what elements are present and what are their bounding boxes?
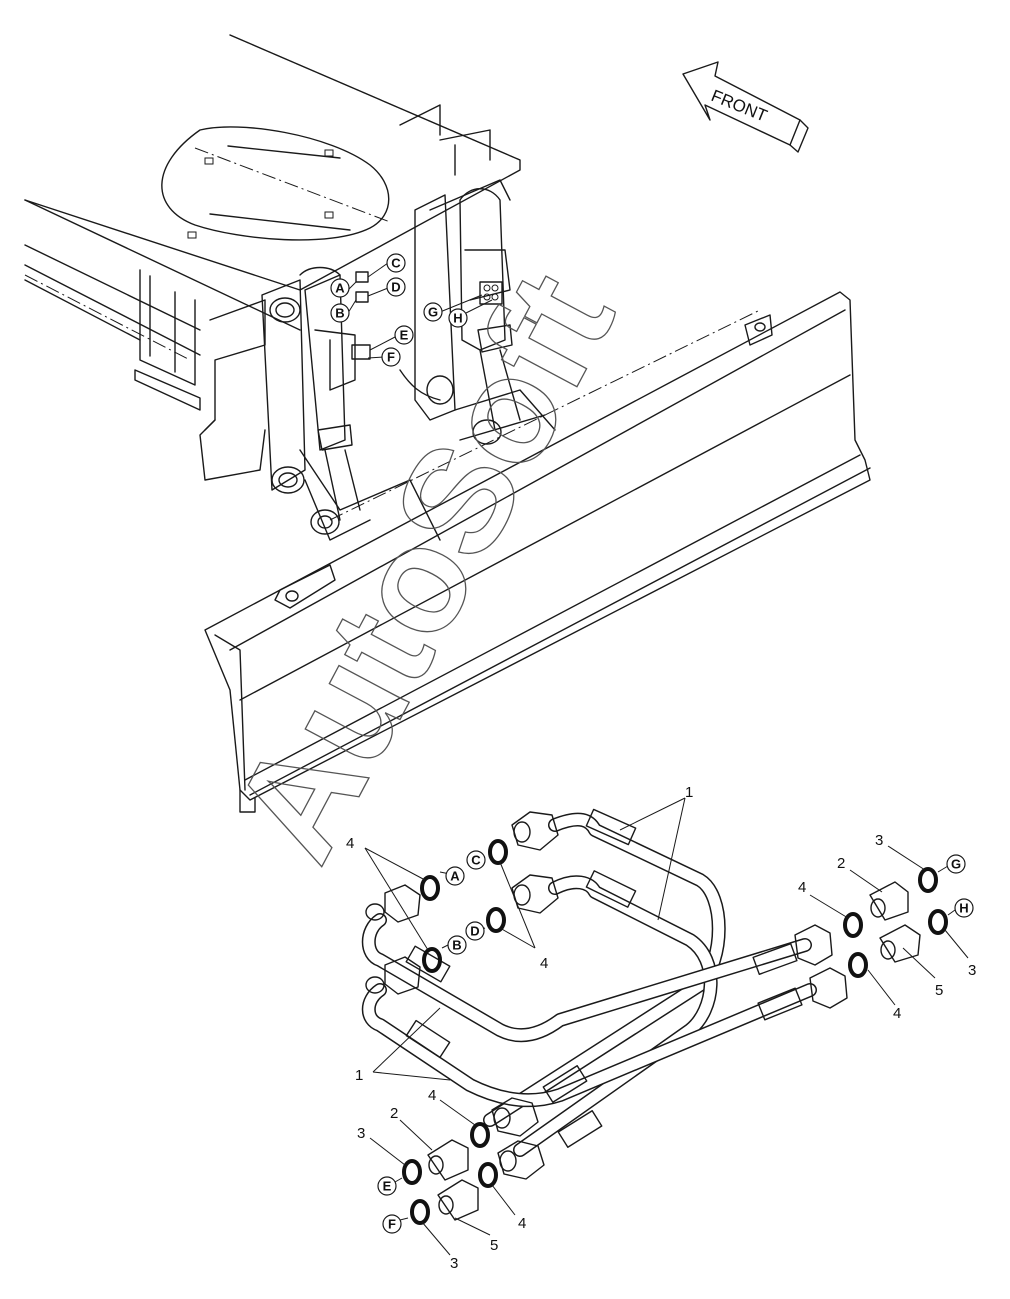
part-3-left-bottom: 3 [450,1255,458,1272]
svg-text:A: A [450,869,460,884]
callout-port-a-upper: A [330,278,350,298]
part-4-mid: 4 [540,955,548,972]
lower-callouts: A C B D G H E F [377,850,974,1234]
blade-mount-brackets [261,179,556,541]
callout-port-d-lower: D [465,921,485,941]
callout-port-b-upper: B [330,303,350,323]
part-3-left-top: 3 [357,1125,365,1142]
watermark: AutoSoft [200,247,646,885]
callout-port-d-upper: D [386,277,406,297]
dozer-blade [204,291,871,813]
callout-port-g-upper: G [423,302,443,322]
callout-port-g-lower: G [946,854,966,874]
callout-port-c-lower: C [466,850,486,870]
hydraulic-hoses [361,808,817,1157]
svg-text:F: F [388,1217,396,1232]
svg-text:D: D [470,924,479,939]
part-2-left: 2 [390,1105,398,1122]
part-4-lower-left-lower: 4 [518,1215,526,1232]
part-5-right: 5 [935,982,943,999]
svg-text:G: G [428,305,438,320]
front-label: FRONT [709,86,770,126]
part-numbers: 1 1 4 4 4 4 4 4 2 2 3 3 3 3 5 5 [346,784,976,1272]
machine-frame [24,34,521,481]
part-2-right: 2 [837,855,845,872]
svg-text:E: E [400,328,409,343]
callout-port-a-lower: A [445,866,465,886]
part-4-right-upper: 4 [798,879,806,896]
svg-text:E: E [383,1179,392,1194]
upper-callouts: A B C D E F G H [330,253,493,367]
part-5-left: 5 [490,1237,498,1254]
svg-text:H: H [453,311,462,326]
o-rings [402,839,948,1225]
part-1-lower: 1 [355,1067,363,1084]
callout-port-h-upper: H [448,308,468,328]
callout-port-f-upper: F [381,347,401,367]
part-3-right-bottom: 3 [968,962,976,979]
svg-text:C: C [391,256,401,271]
callout-port-h-lower: H [954,898,974,918]
svg-text:B: B [335,306,344,321]
front-direction-arrow: FRONT [682,61,809,153]
part-4-lower-left-upper: 4 [428,1087,436,1104]
callout-port-b-lower: B [447,935,467,955]
svg-text:H: H [959,901,968,916]
svg-text:A: A [335,281,345,296]
callout-port-e-upper: E [394,325,414,345]
part-4-right-lower: 4 [893,1005,901,1022]
callout-port-e-lower: E [377,1176,397,1196]
svg-text:D: D [391,280,400,295]
svg-text:G: G [951,857,961,872]
part-1-upper: 1 [685,784,693,801]
svg-text:B: B [452,938,461,953]
callout-port-f-lower: F [382,1214,402,1234]
hose-end-fittings [365,811,921,1221]
callout-port-c-upper: C [386,253,406,273]
svg-text:F: F [387,350,395,365]
svg-text:C: C [471,853,481,868]
part-4-top-left: 4 [346,835,354,852]
part-3-right-top: 3 [875,832,883,849]
